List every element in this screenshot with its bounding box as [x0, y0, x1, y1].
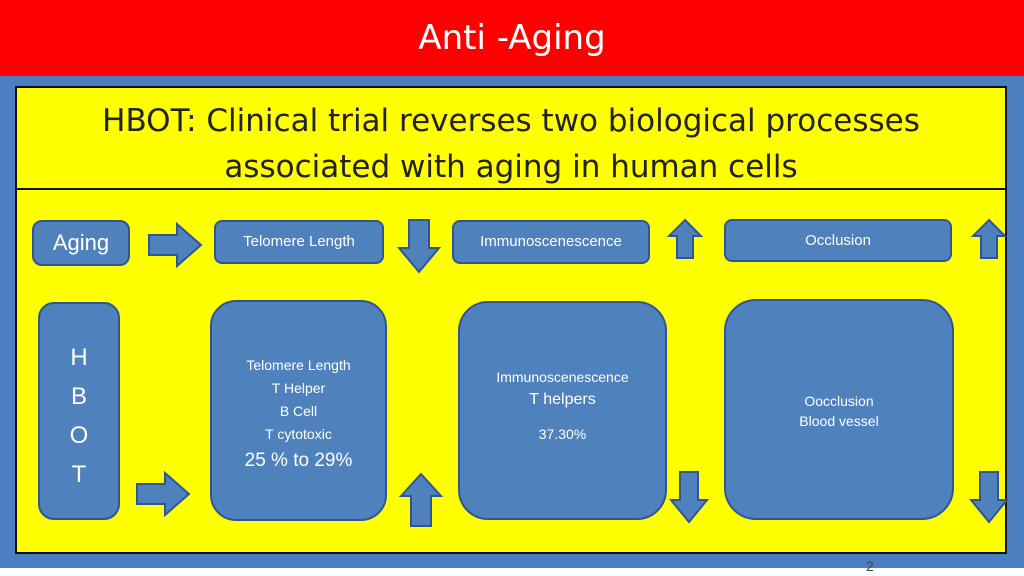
page-number: 2	[866, 558, 874, 574]
hbot-letter-o: O	[69, 422, 89, 449]
hbot-letter-h: H	[70, 344, 88, 371]
telomere-detail-line3: B Cell	[279, 403, 318, 419]
occlusion-label: Occlusion	[805, 232, 871, 249]
telomere-length-label: Telomere Length	[243, 233, 355, 250]
immuno-detail-line2: T helpers	[529, 391, 596, 408]
immuno-detail-line1: Immunoscenescence	[496, 369, 629, 385]
immuno-detail-value: 37.30%	[538, 426, 587, 442]
diagram-title-line2: associated with aging in human cells	[224, 149, 798, 185]
telomere-detail-line1: Telomere Length	[246, 357, 351, 373]
diagram-title-box: HBOT: Clinical trial reverses two biolog…	[17, 88, 1005, 190]
telomere-detail-box: Telomere Length T Helper B Cell T cytoto…	[210, 300, 387, 521]
up-arrow-icon	[667, 218, 703, 259]
telomere-detail-line2: T Helper	[271, 380, 326, 396]
diagram-panel: HBOT: Clinical trial reverses two biolog…	[15, 86, 1009, 554]
occlusion-detail-line1: Oocclusion	[804, 393, 874, 409]
immunoscenescence-label: Immunoscenescence	[480, 233, 622, 250]
hbot-box: H B O T	[38, 302, 120, 520]
down-arrow-icon	[669, 471, 709, 524]
aging-label: Aging	[52, 230, 110, 255]
occlusion-detail-line2: Blood vessel	[799, 413, 879, 429]
slide-title: Anti -Aging	[418, 18, 606, 58]
telomere-detail-value: 25 % to 29%	[244, 450, 353, 471]
up-arrow-icon	[971, 218, 1007, 259]
telomere-detail-line4: T cytotoxic	[265, 426, 332, 442]
hbot-letter-t: T	[71, 461, 87, 488]
hbot-letter-b: B	[70, 383, 87, 410]
slide-header: Anti -Aging	[0, 0, 1024, 76]
immunoscenescence-box: Immunoscenescence	[452, 220, 650, 264]
down-arrow-icon	[969, 471, 1009, 524]
right-arrow-icon	[136, 471, 191, 517]
diagram-title-line1: HBOT: Clinical trial reverses two biolog…	[102, 103, 920, 139]
down-arrow-icon	[397, 219, 441, 274]
immunoscenescence-detail-box: Immunoscenescence T helpers 37.30%	[458, 301, 667, 520]
diagram-title: HBOT: Clinical trial reverses two biolog…	[17, 98, 1005, 190]
occlusion-detail-box: Oocclusion Blood vessel	[724, 299, 954, 520]
right-arrow-icon	[148, 222, 203, 268]
telomere-length-box: Telomere Length	[214, 220, 384, 264]
occlusion-box: Occlusion	[724, 219, 952, 262]
aging-box: Aging	[32, 220, 130, 266]
up-arrow-icon	[399, 472, 443, 527]
